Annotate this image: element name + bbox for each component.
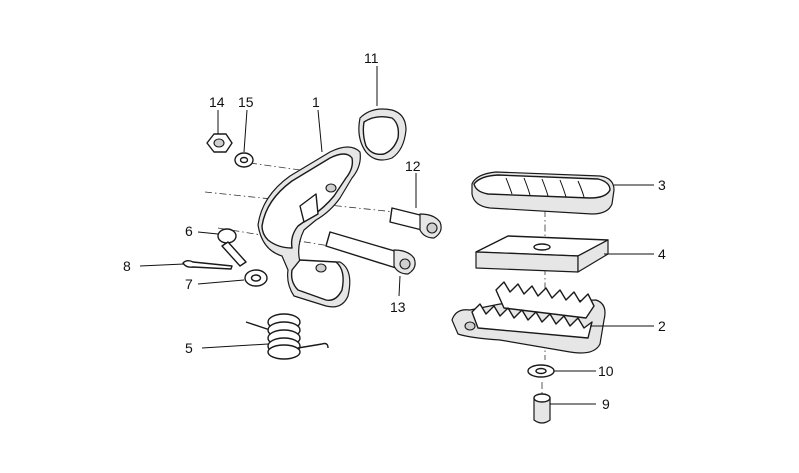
callout-1: 1 <box>312 94 320 110</box>
washer-part-10 <box>527 364 555 378</box>
rubber-block-part-11 <box>358 108 407 161</box>
nut-part-14 <box>206 133 233 153</box>
callout-7: 7 <box>185 276 193 292</box>
rubber-pad-part-3 <box>471 171 615 215</box>
callout-10: 10 <box>598 363 614 379</box>
callout-5: 5 <box>185 340 193 356</box>
cotter-pin-part-8 <box>182 260 233 270</box>
bolt-part-13 <box>325 231 416 275</box>
bolt-part-12 <box>389 207 442 239</box>
callout-15: 15 <box>238 94 254 110</box>
callout-8: 8 <box>123 258 131 274</box>
footpeg-part-2 <box>451 281 606 354</box>
callout-4: 4 <box>658 246 666 262</box>
axis-lines <box>204 162 546 398</box>
bracket-part-1 <box>257 146 361 308</box>
callout-2: 2 <box>658 318 666 334</box>
washer-part-15 <box>234 152 254 168</box>
plate-part-4 <box>475 235 609 273</box>
callout-3: 3 <box>658 177 666 193</box>
bolt-part-9 <box>533 393 551 424</box>
callout-11: 11 <box>364 50 379 66</box>
washer-part-7 <box>244 269 268 287</box>
spring-part-5 <box>245 313 329 360</box>
callout-6: 6 <box>185 223 193 239</box>
pin-part-6 <box>217 228 247 267</box>
callout-14: 14 <box>209 94 225 110</box>
callout-9: 9 <box>602 396 610 412</box>
callout-13: 13 <box>390 299 406 315</box>
callout-labels: 1 2 3 4 5 6 7 8 9 10 11 12 13 14 15 <box>123 50 666 412</box>
leader-lines <box>139 66 654 405</box>
callout-12: 12 <box>405 158 421 174</box>
